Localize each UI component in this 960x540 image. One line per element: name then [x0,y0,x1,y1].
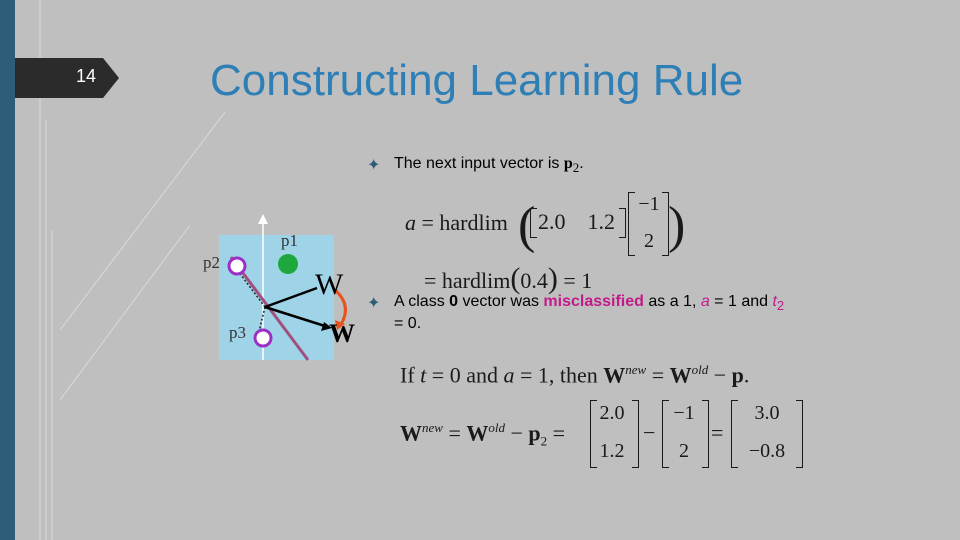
m1-val-1: 2.0 [599,402,625,424]
slide-number-tab [15,58,119,98]
p2-point [227,256,247,276]
m3-val-2: −0.8 [748,440,786,462]
m1-bracket-left [590,400,597,468]
perceptron-diagram: p1 p2 p3 W W [203,214,355,361]
m2-bracket-right [702,400,709,468]
label-w-old: W [315,268,344,301]
row-vector: 2.0 1.2 [538,209,615,234]
label-w-new: W [329,319,355,348]
left-accent-bar [0,0,15,540]
eq-a-lhs: a = hardlim [405,210,508,235]
m3-bracket-left [731,400,738,468]
p1-point [278,254,298,274]
decision-region [219,235,334,360]
col-val-2: 2 [644,230,654,252]
eq-a-line2: = hardlim(0.4) = 1 [424,262,593,295]
minus-op: − [643,420,656,445]
paren-close: ) [668,197,686,254]
bullet-misclassified: A class 0 vector was misclassified as a … [394,293,785,333]
label-p1: p1 [281,231,298,250]
col-val-1: −1 [638,193,660,215]
col-bracket-left [628,192,635,256]
m1-bracket-right [632,400,639,468]
m3-val-1: 3.0 [754,402,780,424]
row-bracket-left [530,208,537,238]
col-bracket-right [662,192,669,256]
bullet-next-input: The next input vector is p2. [394,155,584,176]
slide-title: Constructing Learning Rule [210,56,744,105]
m2-bracket-left [662,400,669,468]
label-p2: p2 [203,253,220,272]
p3-point [253,328,273,348]
bullet-star-icon: ✦ [367,295,381,312]
label-p3: p3 [229,323,246,342]
update-lhs: Wnew = Wold − p2 = [400,420,566,449]
weight-vector-new [264,305,329,329]
m3-bracket-right [796,400,803,468]
bullet-star-icon: ✦ [367,157,381,174]
row-bracket-right [619,208,626,238]
slide-number: 14 [75,66,97,86]
m1-val-2: 1.2 [599,440,625,462]
m2-val-1: −1 [673,402,695,424]
equals-op: = [711,420,724,445]
weight-vector-old [264,286,318,309]
rotation-arrow [333,288,347,327]
rule-statement: If t = 0 and a = 1, then Wnew = Wold − p… [400,362,750,388]
m2-val-2: 2 [679,440,689,462]
